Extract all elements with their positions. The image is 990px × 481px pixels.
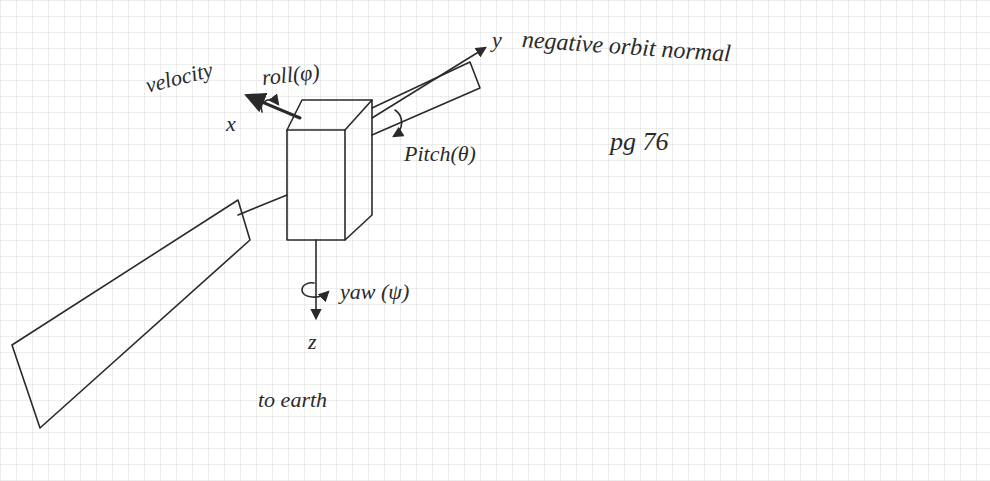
z-axis-arrow xyxy=(315,240,317,318)
axis-label: z xyxy=(308,330,317,354)
pitch-arrow xyxy=(394,110,402,136)
axis-label: y xyxy=(492,28,502,52)
axis-label: Pitch(θ) xyxy=(404,142,476,166)
spacecraft-body xyxy=(287,130,345,240)
axis-label: pg 76 xyxy=(610,128,669,157)
axis-label: x xyxy=(226,112,236,136)
yaw-arrow xyxy=(302,283,328,297)
panel-boom xyxy=(238,195,287,215)
solar-panel xyxy=(372,62,480,135)
spacecraft-body xyxy=(345,100,372,240)
roll-arrow xyxy=(261,100,278,112)
y-axis-arrow xyxy=(372,48,485,118)
solar-panel xyxy=(12,200,250,428)
x-axis-arrow xyxy=(248,96,300,118)
axis-label: to earth xyxy=(258,388,327,412)
axis-label: yaw (ψ) xyxy=(340,280,409,304)
spacecraft-body xyxy=(287,100,372,130)
